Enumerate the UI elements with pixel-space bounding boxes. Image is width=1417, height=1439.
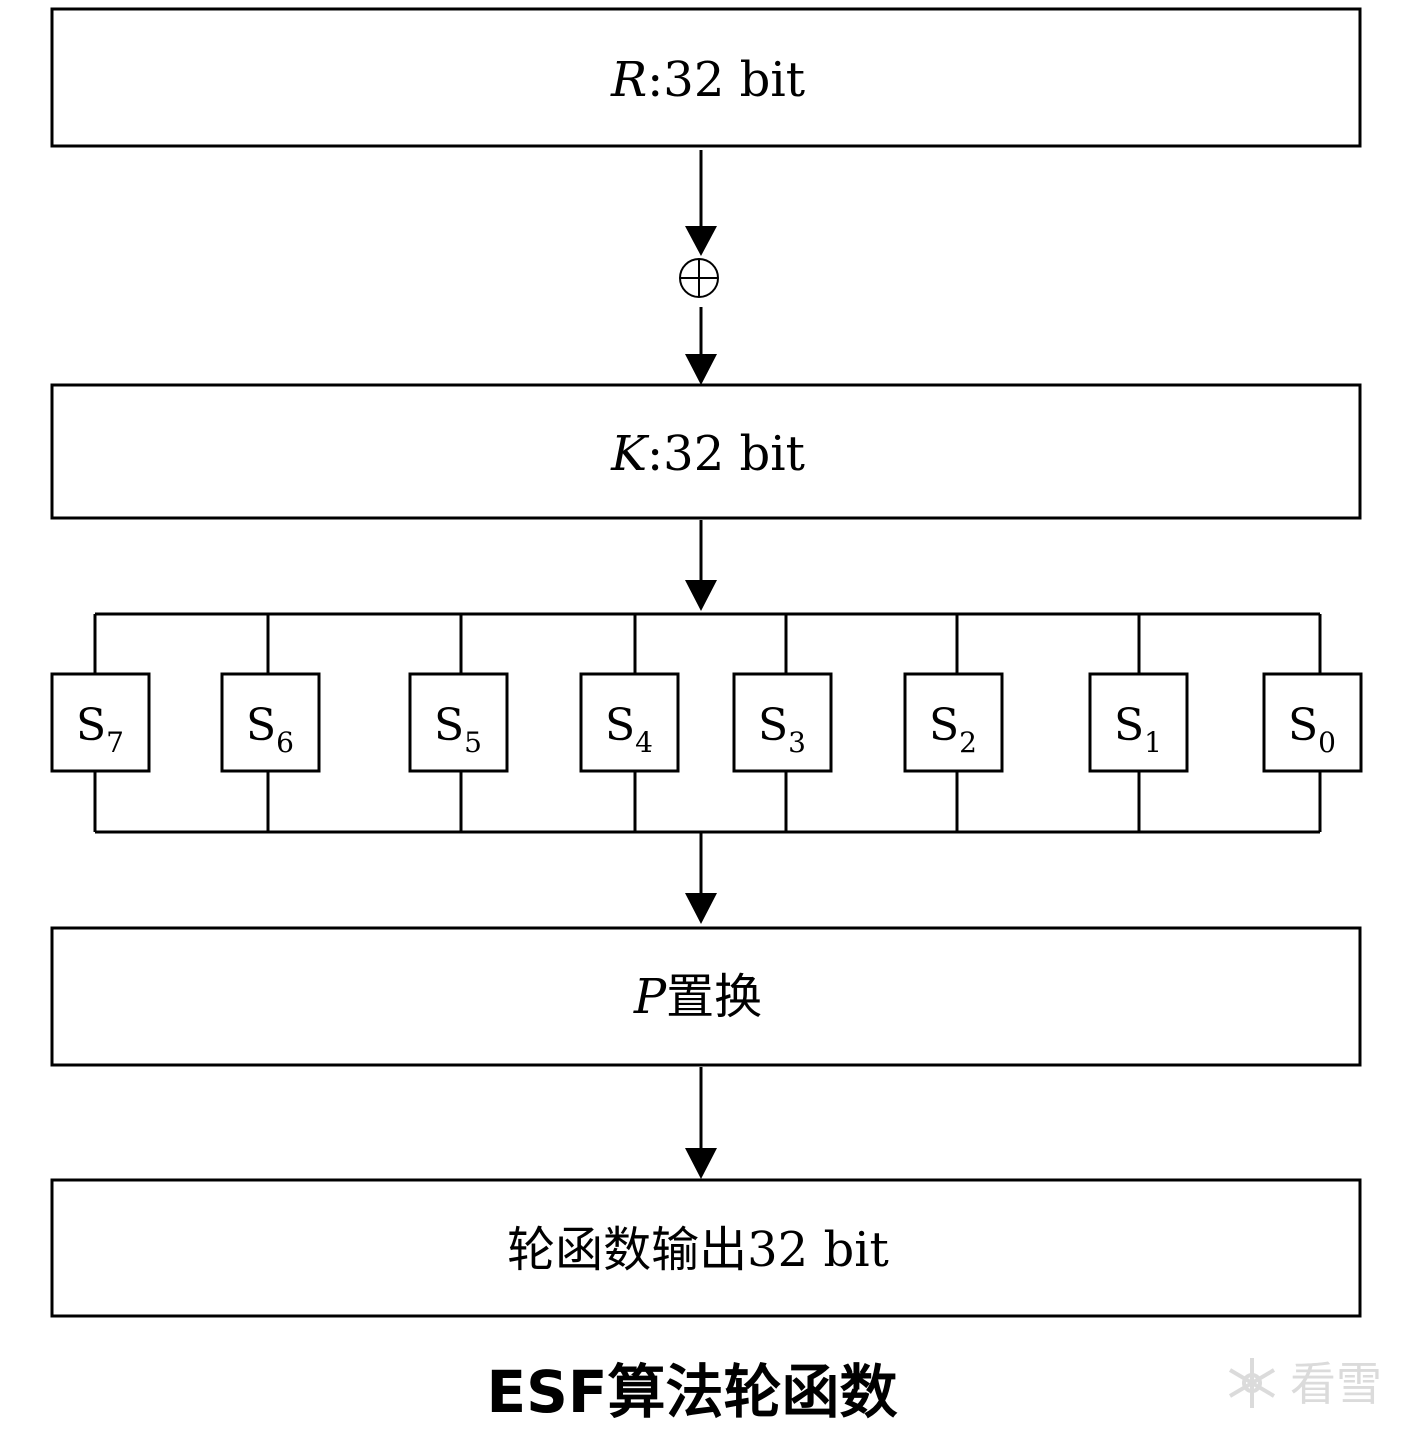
- sbox-frame: [579, 672, 680, 773]
- arrow-head-xor-k: [685, 354, 717, 385]
- sbox-letter: S: [1288, 700, 1318, 751]
- output-block: [50, 1178, 1362, 1318]
- sbox-frame: [1088, 672, 1189, 773]
- sbox-frame: [903, 672, 1004, 773]
- sbox-index: 1: [1144, 726, 1162, 759]
- sbox-7: S7: [50, 672, 151, 773]
- sbox-index: 5: [464, 726, 482, 759]
- sbox-index: 0: [1318, 726, 1336, 759]
- sbox-letter: S: [1114, 700, 1144, 751]
- arrow-head-p-output: [685, 1148, 717, 1179]
- watermark: 看雪: [1228, 1357, 1382, 1411]
- sbox-1: S1: [1088, 672, 1189, 773]
- sbox-5: S5: [408, 672, 509, 773]
- r-block-label: R:32 bit: [610, 52, 805, 108]
- sbox-index: 4: [635, 726, 653, 759]
- watermark-text: 看雪: [1290, 1357, 1382, 1411]
- sbox-frame: [50, 672, 151, 773]
- sbox-frame: [408, 672, 509, 773]
- diagram-caption: ESF算法轮函数: [486, 1358, 897, 1426]
- sbox-letter: S: [76, 700, 106, 751]
- snowflake-icon: [1228, 1358, 1276, 1408]
- sbox-index: 3: [788, 726, 806, 759]
- sbox-letter: S: [434, 700, 464, 751]
- sbox-frame: [1262, 672, 1363, 773]
- xor-operator: [679, 258, 719, 298]
- sbox-frame: [732, 672, 833, 773]
- sbox-label: S5: [434, 700, 482, 759]
- arrow-head-sboxes-p: [685, 893, 717, 924]
- sbox-label: S7: [76, 700, 124, 759]
- sbox-2: S2: [903, 672, 1004, 773]
- sbox-letter: S: [605, 700, 635, 751]
- sbox-4: S4: [579, 672, 680, 773]
- arrow-head-r-xor: [685, 226, 717, 256]
- k-block-label: K:32 bit: [610, 426, 805, 482]
- arrow-head-k-sboxes: [685, 580, 717, 611]
- sbox-label: S6: [246, 700, 294, 759]
- sbox-letter: S: [929, 700, 959, 751]
- sbox-index: 6: [276, 726, 294, 759]
- sbox-label: S2: [929, 700, 977, 759]
- sbox-0: S0: [1262, 672, 1363, 773]
- sbox-index: 2: [959, 726, 977, 759]
- sbox-3: S3: [732, 672, 833, 773]
- sbox-index: 7: [106, 726, 124, 759]
- sbox-label: S3: [758, 700, 806, 759]
- sbox-6: S6: [220, 672, 321, 773]
- p-permutation-block: [50, 926, 1362, 1067]
- sbox-label: S1: [1114, 700, 1162, 759]
- sbox-label: S0: [1288, 700, 1336, 759]
- k-block: [50, 383, 1362, 520]
- sbox-letter: S: [758, 700, 788, 751]
- sbox-frame: [220, 672, 321, 773]
- output-block-label: 轮函数输出32 bit: [507, 1222, 889, 1278]
- sbox-letter: S: [246, 700, 276, 751]
- r-block: [50, 7, 1362, 148]
- sbox-label: S4: [605, 700, 653, 759]
- p-block-label: P置换: [633, 969, 762, 1025]
